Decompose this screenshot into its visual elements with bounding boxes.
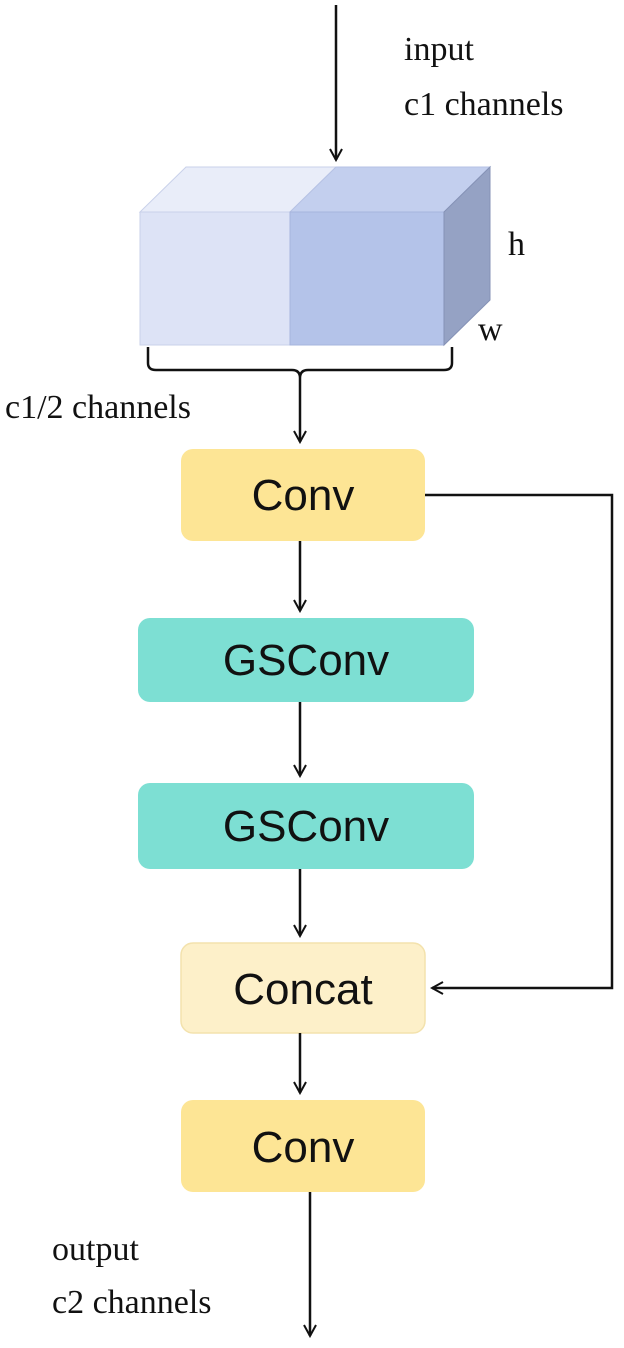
width-label: w	[478, 311, 503, 348]
cube-front-left-face	[139, 211, 291, 346]
output-label: output	[52, 1231, 139, 1268]
skip-connection-arrow	[425, 493, 614, 988]
height-label: h	[508, 226, 525, 263]
output-channels-label: c2 channels	[52, 1284, 212, 1321]
conv-1-label: Conv	[252, 471, 355, 520]
gsconv-2-block	[138, 783, 474, 869]
cube-side-face	[443, 165, 491, 347]
conv-2-label: Conv	[252, 1123, 355, 1172]
channel-split-bracket	[146, 347, 454, 379]
gsconv-2-label: GSConv	[223, 802, 389, 851]
conv-1-block	[181, 449, 425, 541]
split-channels-label: c1/2 channels	[5, 389, 191, 426]
gsconv-1-block	[138, 618, 474, 702]
conv-2-block	[181, 1100, 425, 1192]
concat-label: Concat	[233, 965, 372, 1014]
concat-block	[180, 942, 426, 1034]
cube-front-right-face	[289, 211, 445, 346]
input-label: input	[404, 31, 474, 68]
input-channels-label: c1 channels	[404, 86, 564, 123]
gsconv-1-label: GSConv	[223, 636, 389, 685]
feature-tensor-cube	[138, 165, 492, 347]
